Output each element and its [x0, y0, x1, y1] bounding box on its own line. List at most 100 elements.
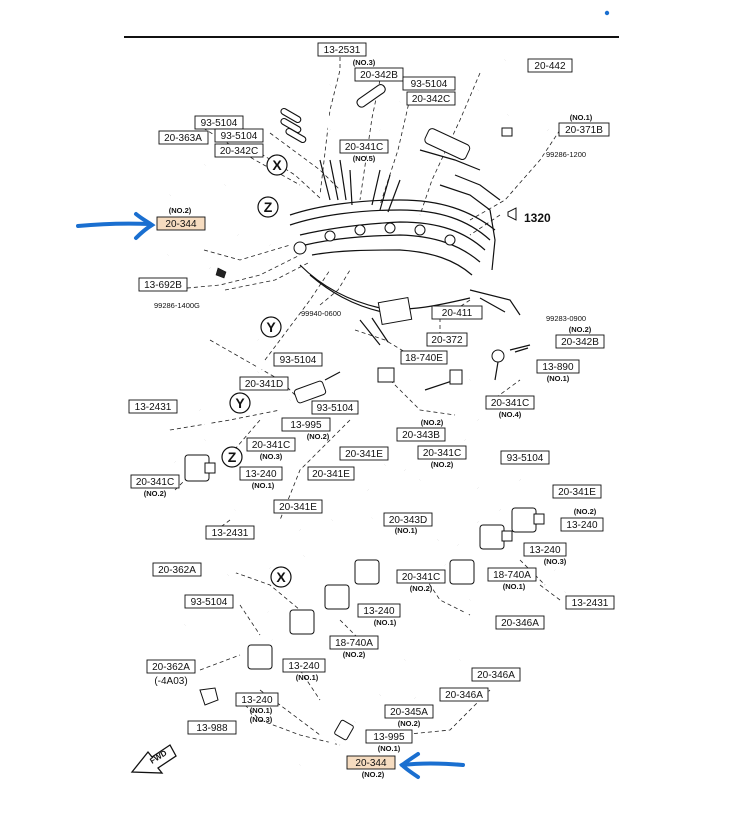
label-93-5104: 93-5104 [191, 597, 228, 608]
note-no2: (NO.2) [574, 507, 597, 516]
label-13-2431: 13-2431 [135, 402, 172, 413]
label-93-5104: 93-5104 [411, 79, 448, 90]
note-no1: (NO.1) [250, 706, 273, 715]
note-no2: (NO.2) [169, 206, 192, 215]
svg-text:Y: Y [266, 319, 276, 335]
ref-circle-y-mid: Y [260, 316, 282, 338]
label-20-372: 20-372 [431, 335, 463, 346]
label-18-740E: 18-740E [405, 353, 443, 364]
svg-text:Z: Z [228, 449, 237, 465]
label-13-2431: 13-2431 [572, 598, 609, 609]
note-no2: (NO.2) [144, 489, 167, 498]
ref-circle-x-top: X [266, 154, 288, 176]
label-93-5104: 93-5104 [201, 118, 238, 129]
ref-circle-y-left: Y [229, 392, 251, 414]
label-93-5104: 93-5104 [507, 453, 544, 464]
label-13-995: 13-995 [290, 420, 322, 431]
label-1320: 1320 [524, 211, 551, 225]
label-93-5104: 93-5104 [317, 403, 354, 414]
label-20-362A: 20-362A [158, 565, 196, 576]
label-4a03: (-4A03) [154, 676, 187, 687]
note-no1: (NO.1) [570, 113, 593, 122]
label-93-5104: 93-5104 [280, 355, 317, 366]
label-20-343B: 20-343B [402, 430, 440, 441]
note-no1: (NO.1) [547, 374, 570, 383]
label-20-341E: 20-341E [558, 487, 596, 498]
label-20-346A: 20-346A [501, 618, 539, 629]
label-13-2531: 13-2531 [324, 45, 361, 56]
note-no1: (NO.1) [252, 481, 275, 490]
label-13-240: 13-240 [245, 469, 277, 480]
label-13-240: 13-240 [241, 695, 273, 706]
label-20-346A: 20-346A [445, 690, 483, 701]
svg-text:X: X [276, 569, 286, 585]
ref-circle-x-low: X [270, 566, 292, 588]
note-no2: (NO.2) [569, 325, 592, 334]
label-20-341D: 20-341D [245, 379, 283, 390]
vacuum-manifold [289, 128, 521, 346]
note-no1: (NO.1) [374, 618, 397, 627]
label-20-341C: 20-341C [402, 572, 440, 583]
note-no1: (NO.1) [378, 744, 401, 753]
label-13-890: 13-890 [542, 362, 574, 373]
blue-marker-bottom [398, 752, 465, 779]
ref-circle-z-top: Z [257, 196, 279, 218]
ref-circle-z-left: Z [221, 446, 243, 468]
note-no1: (NO.1) [296, 673, 319, 682]
label-13-240: 13-240 [288, 661, 320, 672]
label-20-344-top: 20-344 [165, 219, 197, 230]
label-20-341E: 20-341E [279, 502, 317, 513]
label-20-411: 20-411 [442, 308, 473, 319]
label-20-371B: 20-371B [565, 125, 603, 136]
hose-parts [158, 57, 570, 768]
label-99286-1400G: 99286-1400G [154, 301, 200, 310]
note-no2: (NO.2) [398, 719, 421, 728]
svg-text:Y: Y [235, 395, 245, 411]
label-20-345A: 20-345A [390, 707, 428, 718]
label-20-341E: 20-341E [312, 469, 350, 480]
label-13-240: 13-240 [529, 545, 561, 556]
label-20-344-bottom: 20-344 [355, 758, 387, 769]
note-no5: (NO.5) [353, 154, 376, 163]
note-no1: (NO.1) [503, 582, 526, 591]
label-20-341C: 20-341C [252, 440, 290, 451]
label-20-342B: 20-342B [360, 70, 398, 81]
label-18-740A: 18-740A [335, 638, 373, 649]
label-13-240: 13-240 [566, 520, 598, 531]
blue-dot [604, 10, 610, 16]
label-93-5104: 93-5104 [221, 131, 258, 142]
label-20-346A: 20-346A [477, 670, 515, 681]
note-no3: (NO.3) [260, 452, 283, 461]
label-20-362A: 20-362A [152, 662, 190, 673]
note-no2: (NO.2) [362, 770, 385, 779]
note-no3: (NO.3) [353, 58, 376, 67]
label-20-342C: 20-342C [412, 94, 450, 105]
label-20-342B: 20-342B [561, 337, 599, 348]
label-20-442: 20-442 [534, 61, 566, 72]
label-18-740A: 18-740A [493, 570, 531, 581]
part-labels: 13-2531 (NO.3) 20-342B 93-5104 20-342C 2… [128, 42, 615, 779]
note-no2: (NO.2) [307, 432, 330, 441]
label-13-988: 13-988 [196, 723, 228, 734]
fwd-arrow: FWD [130, 744, 177, 774]
label-13-995: 13-995 [373, 732, 405, 743]
label-20-341C: 20-341C [345, 142, 383, 153]
label-20-341C: 20-341C [491, 398, 529, 409]
note-no3: (NO.3) [544, 557, 567, 566]
label-13-692B: 13-692B [144, 280, 182, 291]
label-20-342C: 20-342C [220, 146, 258, 157]
label-20-341C: 20-341C [423, 448, 461, 459]
svg-text:X: X [272, 157, 282, 173]
blue-marker-top [76, 212, 156, 240]
note-no2: (NO.2) [410, 584, 433, 593]
label-20-341C: 20-341C [136, 477, 174, 488]
label-99283-0900: 99283-0900 [546, 314, 586, 323]
label-99940-0600: 99940-0600 [301, 309, 341, 318]
note-no1: (NO.1) [395, 526, 418, 535]
label-13-240: 13-240 [363, 606, 395, 617]
label-20-343D: 20-343D [389, 515, 427, 526]
label-99286-1200: 99286-1200 [546, 150, 586, 159]
note-no2: (NO.2) [343, 650, 366, 659]
